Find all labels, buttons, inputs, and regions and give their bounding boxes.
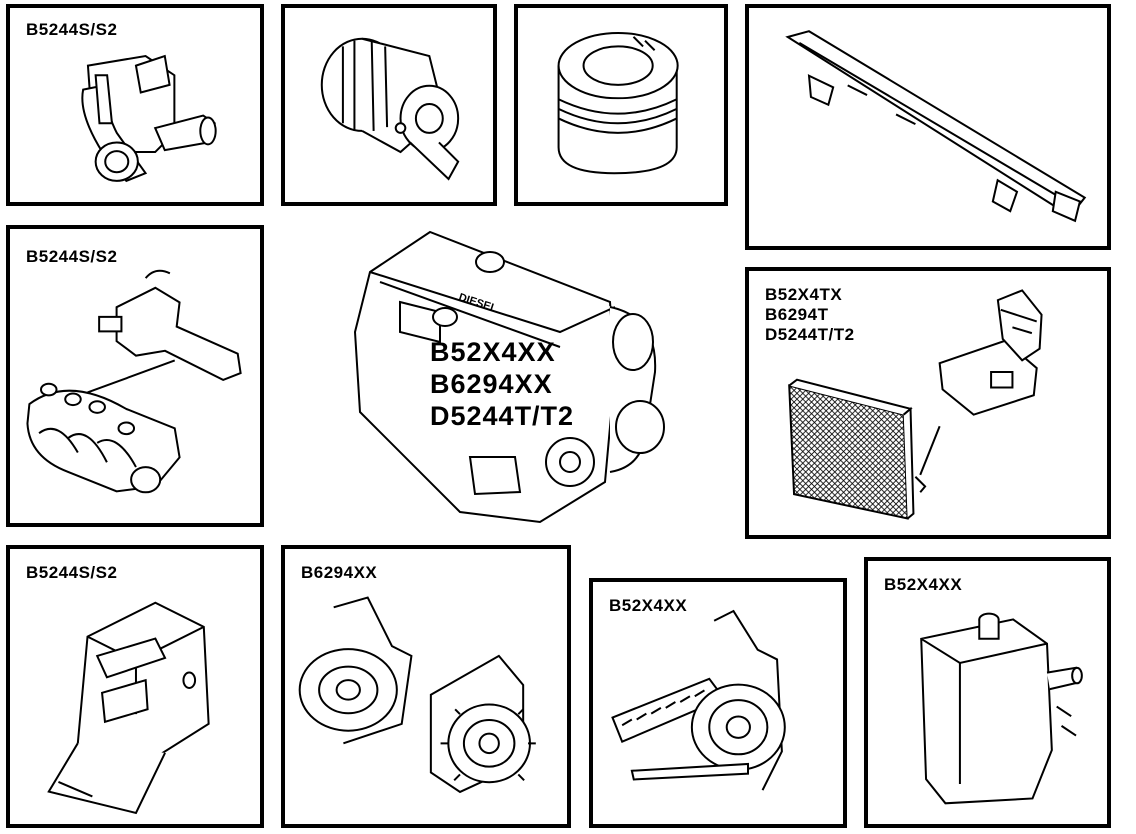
- engine-variant-label: B52X4TX B6294T D5244T/T2: [765, 285, 855, 344]
- engine-variant-label: B6294XX: [301, 563, 378, 582]
- timing-belt-tensioner-icon: [593, 582, 843, 824]
- panel-air-cleaner: B5244S/S2: [6, 545, 264, 828]
- engine-block-icon: DIESEL: [340, 222, 670, 532]
- panel-expansion-tank: B52X4XX: [864, 557, 1111, 828]
- engine-variant-label: B5244S/S2: [26, 563, 118, 582]
- alternator-icon: [285, 8, 493, 202]
- fuel-rail-icon: [749, 8, 1107, 246]
- engine-variant-label: B5244S/S2: [26, 20, 118, 39]
- intake-manifold-icon: [10, 229, 260, 523]
- center-engine-variants-label: B52X4XX B6294XX D5244T/T2: [430, 337, 575, 431]
- panel-timing-tensioner: B52X4XX: [589, 578, 847, 828]
- panel-piston: [514, 4, 728, 206]
- coolant-expansion-tank-icon: [868, 561, 1107, 824]
- throttle-housing-icon: [10, 8, 260, 202]
- panel-alternator: [281, 4, 497, 206]
- panel-intake-manifold: B5244S/S2: [6, 225, 264, 527]
- air-cleaner-box-icon: [10, 549, 260, 824]
- intercooler-sensor-icon: [749, 271, 1107, 535]
- engine-variant-label: B52X4XX: [609, 596, 688, 615]
- engine-illustration: DIESEL B52X4XX B6294XX D5244T/T2: [340, 222, 670, 532]
- panel-intercooler-sensor: B52X4TX B6294T D5244T/T2: [745, 267, 1111, 539]
- panel-tensioner-pump: B6294XX: [281, 545, 571, 828]
- panel-throttle-housing: B5244S/S2: [6, 4, 264, 206]
- piston-icon: [518, 8, 724, 202]
- panel-fuel-rail: [745, 4, 1111, 250]
- engine-variant-label: B52X4XX: [884, 575, 963, 594]
- timing-belt-tensioner-pump-icon: [285, 549, 536, 824]
- engine-variant-label: B5244S/S2: [26, 247, 118, 266]
